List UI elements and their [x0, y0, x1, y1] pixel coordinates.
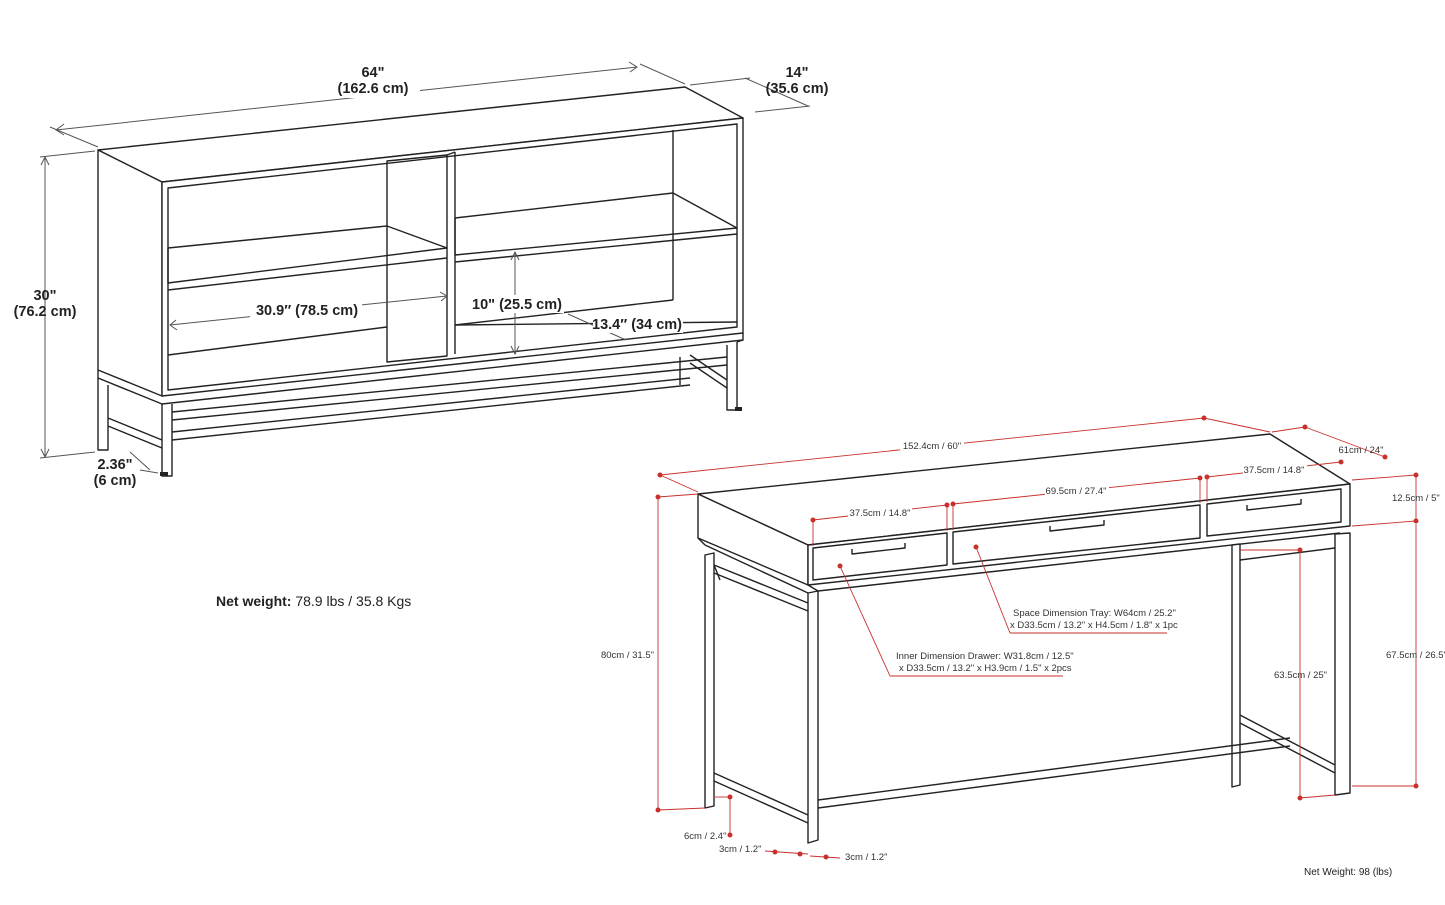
- desk-frame-outer-height-label: 67.5cm / 26.5": [1386, 650, 1445, 661]
- drawer-left-width-label: 37.5cm / 14.8": [850, 508, 911, 519]
- cabinet-height-inches: 30": [33, 288, 56, 304]
- cabinet-width-cm: (162.6 cm): [338, 81, 409, 97]
- desk-drawing: [697, 433, 1351, 844]
- cabinet-inner-height: 10" (25.5 cm): [472, 297, 562, 313]
- desk-leg-width-label-b: 3cm / 1.2": [845, 852, 887, 863]
- cabinet-leg-inches: 2.36": [97, 457, 132, 473]
- cabinet-inner-width: 30.9″ (78.5 cm): [256, 303, 358, 319]
- cabinet-leg-cm: (6 cm): [94, 473, 137, 489]
- cabinet-drawing: [97, 86, 744, 477]
- drawer-middle-width-label: 69.5cm / 27.4": [1046, 486, 1107, 497]
- cabinet-height-cm: (76.2 cm): [14, 304, 77, 320]
- drawer-dimension-line1: Inner Dimension Drawer: W31.8cm / 12.5": [896, 651, 1074, 662]
- drawer-right-width-label: 37.5cm / 14.8": [1244, 465, 1305, 476]
- desk-depth-label: 61cm / 24": [1338, 445, 1383, 456]
- cabinet-depth-cm: (35.6 cm): [766, 81, 829, 97]
- cabinet-width-inches: 64": [361, 65, 384, 81]
- cabinet-labels: 64" (162.6 cm) 14" (35.6 cm) 30" (76.2 c…: [14, 60, 829, 489]
- cabinet-net-weight-value: 78.9 lbs / 35.8 Kgs: [291, 593, 412, 609]
- desk-dimension-dots: [655, 415, 1419, 860]
- desk-total-height-label: 80cm / 31.5": [601, 650, 654, 661]
- desk-labels: 152.4cm / 60" 61cm / 24" 37.5cm / 14.8" …: [601, 439, 1445, 863]
- cabinet-depth-inches: 14": [785, 65, 808, 81]
- desk-leg-width-label-a: 3cm / 1.2": [719, 844, 761, 855]
- cabinet-inner-depth: 13.4″ (34 cm): [592, 317, 682, 333]
- drawer-dimension-line2: x D33.5cm / 13.2" x H3.9cm / 1.5" x 2pcs: [899, 663, 1072, 674]
- tray-dimension-line1: Space Dimension Tray: W64cm / 25.2": [1013, 608, 1176, 619]
- desk-top-height-label: 12.5cm / 5": [1392, 493, 1440, 504]
- cabinet-net-weight: Net weight: 78.9 lbs / 35.8 Kgs: [216, 593, 411, 609]
- desk-foot-height-label: 6cm / 2.4": [684, 831, 726, 842]
- cabinet-net-weight-label: Net weight:: [216, 593, 292, 609]
- desk-frame-inner-height-label: 63.5cm / 25": [1274, 670, 1327, 681]
- desk-width-label: 152.4cm / 60": [903, 441, 961, 452]
- tray-dimension-line2: x D33.5cm / 13.2" x H4.5cm / 1.8" x 1pc: [1010, 620, 1178, 631]
- desk-net-weight: Net Weight: 98 (lbs): [1304, 867, 1393, 878]
